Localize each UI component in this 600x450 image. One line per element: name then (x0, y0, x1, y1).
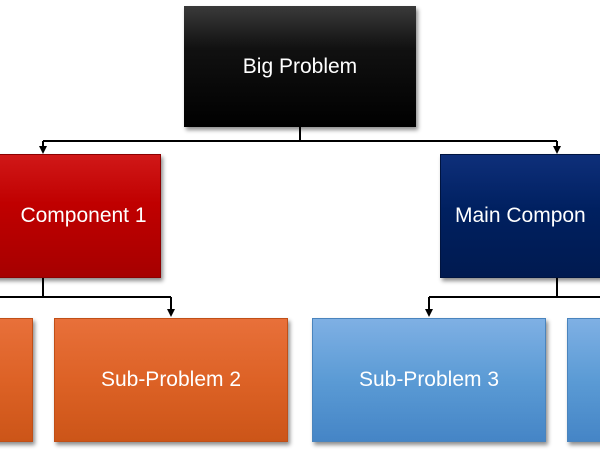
node-sub-problem-1 (0, 318, 33, 442)
node-main-component: Main Compon (440, 154, 600, 278)
node-sub-problem-2-label: Sub-Problem 2 (100, 368, 242, 391)
node-sub-problem-4 (567, 318, 600, 442)
node-component-1: Component 1 (0, 154, 161, 278)
node-sub-problem-2: Sub-Problem 2 (54, 318, 288, 442)
node-sub-problem-3-label: Sub-Problem 3 (358, 368, 500, 391)
node-big-problem: Big Problem (184, 6, 416, 127)
node-main-component-label: Main Compon (455, 204, 586, 227)
node-big-problem-label: Big Problem (242, 54, 358, 78)
node-component-1-label: Component 1 (20, 204, 147, 227)
node-sub-problem-3: Sub-Problem 3 (312, 318, 546, 442)
